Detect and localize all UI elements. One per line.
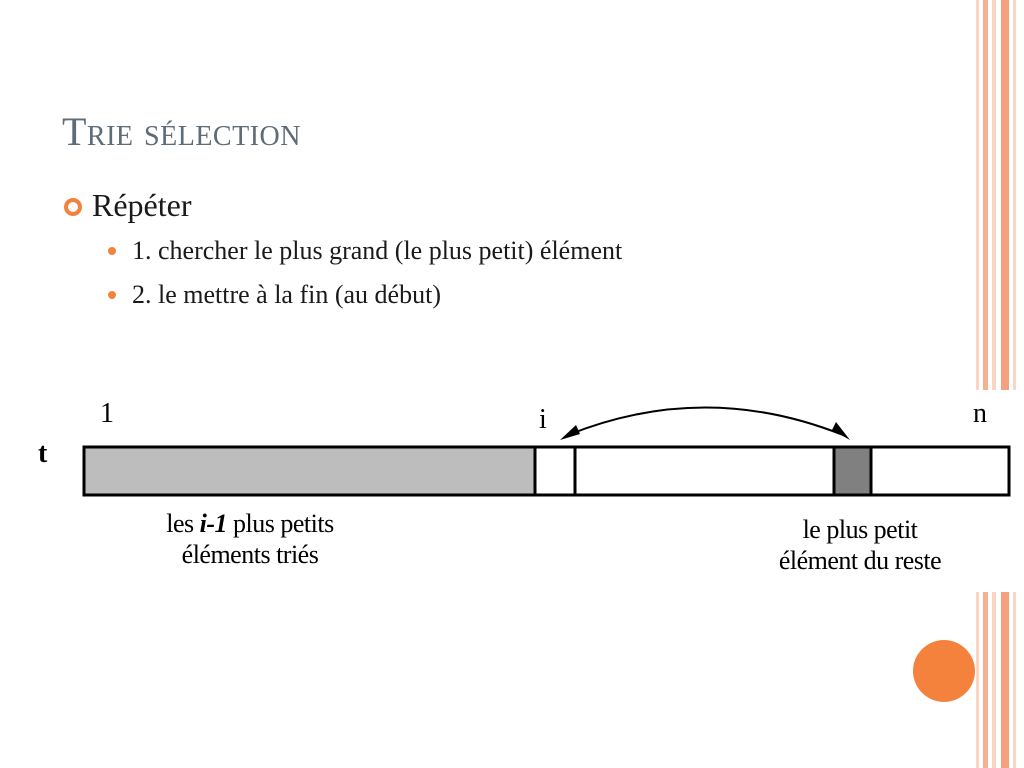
tail-segment — [869, 445, 1011, 497]
swap-arrowhead-left — [560, 425, 580, 440]
unsorted-segment — [573, 445, 836, 497]
border-stripe — [1001, 0, 1009, 768]
index-n-label: n — [973, 398, 987, 429]
min-caption-line2: élément du reste — [778, 546, 942, 576]
decorative-border-stripes — [974, 0, 1024, 768]
swap-arrowhead-right — [832, 422, 850, 440]
slide-title: Trie sélection — [62, 109, 301, 154]
sorted-segment — [82, 445, 537, 497]
selection-sort-diagram: t 1 i n les i-1 plus petits éléments tri… — [0, 390, 1024, 600]
ring-bullet-icon — [64, 197, 82, 216]
current-slot-i — [533, 445, 577, 497]
sub-bullet-item: 1. chercher le plus grand (le plus petit… — [108, 236, 622, 266]
min-caption: le plus petit élément du reste — [725, 514, 995, 576]
sorted-caption-line1: les i-1 plus petits — [166, 509, 334, 538]
border-stripe — [992, 0, 996, 768]
sub-bullet-text: 1. chercher le plus grand (le plus petit… — [132, 236, 623, 265]
dot-bullet-icon — [108, 247, 116, 255]
min-caption-line1: le plus petit — [802, 515, 918, 544]
sorted-caption-line2: éléments triés — [181, 540, 319, 570]
bullet-text: Répéter — [92, 187, 192, 223]
array-label: t — [38, 438, 48, 469]
border-stripe — [983, 0, 988, 768]
index-i-label: i — [539, 404, 547, 435]
border-stripe — [1013, 0, 1016, 768]
sub-bullet-text: 2. le mettre à la fin (au début) — [132, 280, 441, 309]
decorative-circle — [913, 640, 975, 702]
swap-arrow — [567, 406, 844, 436]
array-figure — [82, 406, 1011, 497]
border-stripe — [976, 0, 979, 768]
dot-bullet-icon — [108, 291, 116, 299]
sub-bullet-item: 2. le mettre à la fin (au début) — [108, 280, 441, 310]
index-start-label: 1 — [100, 398, 114, 429]
bullet-item: Répéter — [64, 187, 192, 224]
sorted-caption: les i-1 plus petits éléments triés — [100, 508, 400, 570]
min-element-slot — [832, 445, 873, 497]
